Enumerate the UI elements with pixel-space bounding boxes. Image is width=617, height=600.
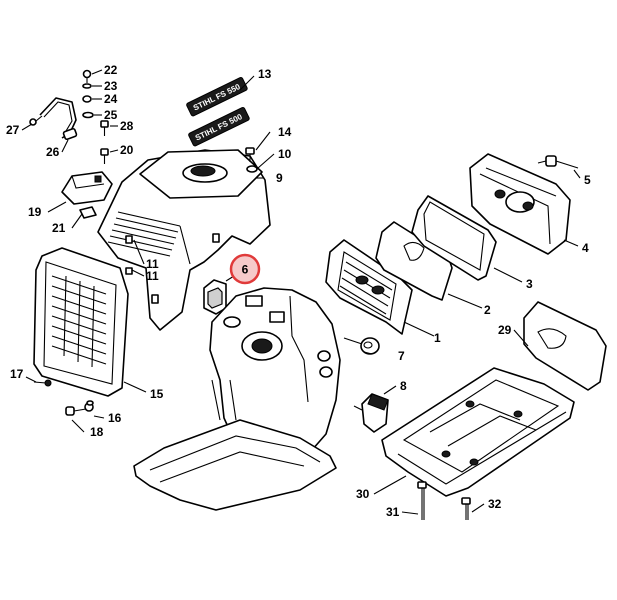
callout-27: 27 (6, 123, 20, 137)
callout-3: 3 (526, 277, 533, 291)
leader-lines (21, 69, 581, 515)
cover-15 (33, 247, 129, 397)
callout-21: 21 (52, 221, 66, 235)
callout-31: 31 (386, 505, 400, 519)
callout-28: 28 (120, 119, 134, 133)
callout-9: 9 (276, 171, 283, 185)
highlight-badge-6[interactable]: 6 (229, 253, 261, 285)
bolt-32-icon (461, 497, 471, 520)
callout-4: 4 (582, 241, 589, 255)
callout-labels: 22 23 24 25 28 20 27 26 19 21 13 14 10 9… (6, 63, 591, 519)
callout-11-lower: 11 (146, 269, 159, 283)
screw-28-icon (100, 120, 109, 136)
callout-13: 13 (258, 67, 272, 81)
callout-5: 5 (584, 173, 591, 187)
sleeve-26-icon (62, 127, 78, 141)
name-plates-13: STIHL FS 550 STIHL FS 500 (186, 76, 250, 147)
callout-1: 1 (434, 331, 441, 345)
part-6-icon (203, 279, 227, 315)
callout-32: 32 (488, 497, 502, 511)
bolt-31-icon (417, 481, 427, 520)
shroud-grille (107, 211, 181, 257)
callout-29: 29 (498, 323, 512, 337)
washer-10-icon (246, 165, 258, 173)
main-housing (133, 287, 341, 511)
knob-7-icon (343, 337, 380, 355)
callout-17: 17 (10, 367, 24, 381)
callout-11-upper: 11 (146, 257, 159, 271)
switch-8-icon (353, 393, 389, 433)
callout-23: 23 (104, 79, 118, 93)
callout-16: 16 (108, 411, 122, 425)
callout-6: 6 (242, 263, 249, 277)
screw-20-icon (100, 148, 109, 164)
callout-14: 14 (278, 125, 292, 139)
callout-22: 22 (104, 63, 118, 77)
prefilter-29 (523, 301, 607, 391)
filter-base-30 (381, 367, 575, 497)
nut-24-icon (82, 95, 92, 103)
callout-24: 24 (104, 92, 118, 106)
callout-2: 2 (484, 303, 491, 317)
bracket-19 (61, 171, 113, 205)
callout-10: 10 (278, 147, 292, 161)
callout-25: 25 (104, 108, 118, 122)
shroud-9 (97, 149, 271, 331)
screw-14-icon (245, 147, 255, 162)
screw-18-icon (65, 400, 94, 416)
nut-21 (79, 206, 97, 219)
hardware-cluster (29, 69, 109, 164)
screw-5-icon (537, 155, 579, 169)
screw-17-icon (33, 379, 52, 387)
callout-15: 15 (150, 387, 164, 401)
callout-18: 18 (90, 425, 104, 439)
screw-22-icon (82, 69, 92, 83)
callout-19: 19 (28, 205, 42, 219)
gasket-2 (375, 221, 453, 301)
gasket-3 (411, 195, 497, 281)
callout-26: 26 (46, 145, 60, 159)
callout-20: 20 (120, 143, 134, 157)
washer-23-icon (82, 83, 92, 89)
callout-7: 7 (398, 349, 405, 363)
cover-grille-slots (51, 275, 107, 368)
filter-element-1 (325, 239, 413, 335)
callout-8: 8 (400, 379, 407, 393)
callout-30: 30 (356, 487, 370, 501)
filter-housing-4 (469, 153, 571, 255)
washer-25-icon (82, 111, 94, 119)
